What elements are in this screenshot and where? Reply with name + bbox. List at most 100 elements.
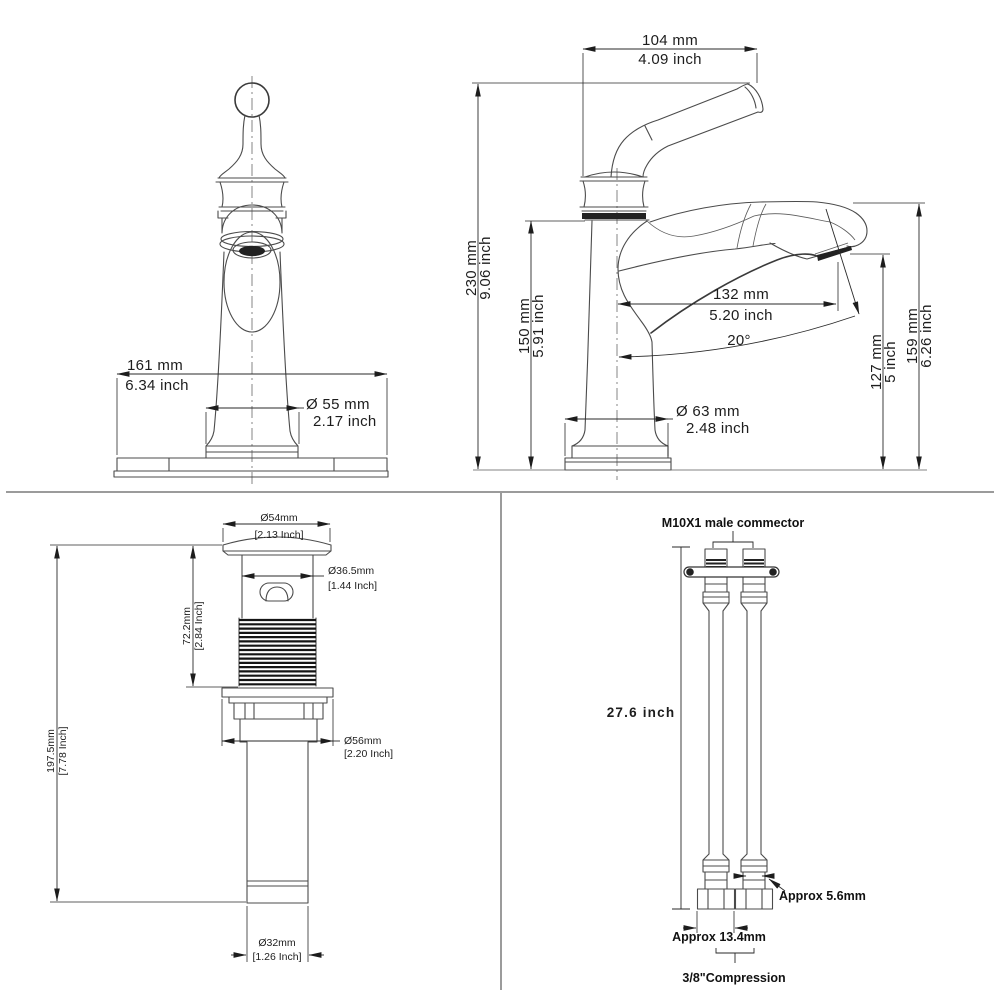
deck-height-in: 5.91 inch [530,294,547,358]
aerator-face-rim [232,241,272,259]
spout-top-outline [649,200,868,248]
nut-width-label: Approx 13.4mm [672,930,766,944]
connector-bracket [712,531,754,548]
drain-thread-in: [2.84 Inch] [193,601,205,650]
outlet-inner-line [814,242,849,255]
spout-height-mm: 159 mm [904,308,921,364]
aerator-screen [239,245,265,257]
hose-left-compression-nut [696,888,736,910]
deck-height-mm: 150 mm [516,298,533,354]
drain-flange-in: [2.13 Inch] [254,529,303,541]
column-side [571,220,593,447]
hose-right-connector [742,548,766,569]
faucet-side-view [473,83,927,480]
spout-height-in: 6.26 inch [918,304,935,368]
dim-drain-thread-length: 72.2mm [2.84 Inch] [50,544,238,688]
overall-height-mm: 230 mm [463,240,480,296]
outlet-height-mm: 127 mm [868,334,885,390]
hose-left-tube [708,610,724,855]
spout-crease-line [646,213,856,241]
handle-ball-front [234,82,270,118]
hose-right-tube [746,610,762,855]
handle-collar-front [215,177,289,234]
dim-nut-width: Approx 13.4mm [672,911,766,944]
overall-height-in: 9.06 inch [477,236,494,300]
hose-length-label: 27.6 inch [607,705,676,720]
dim-overall-height: 230 mm 9.06 inch [463,82,750,470]
spout-shadow-sweep [650,253,822,334]
side-base-dia-mm: Ø 63 mm [676,403,740,420]
dim-front-base-dia: Ø 55 mm 2.17 inch [205,396,377,444]
hose-deck-plate-end-left [686,568,694,576]
drain-neck-in: [1.44 Inch] [328,580,377,592]
front-base-dia-mm: Ø 55 mm [306,396,370,413]
dim-drain-pipe-dia: Ø32mm [1.26 Inch] [231,906,324,963]
drain-thread-mm: 72.2mm [181,607,193,645]
dim-drain-washer-dia: Ø56mm [2.20 Inch] [221,699,393,760]
compression-label: 3/8"Compression [682,971,785,985]
front-base-dia-in: 2.17 inch [313,413,377,430]
drain-flange-mm: Ø54mm [260,512,298,524]
hose-deck-plate-end-right [769,568,777,576]
hose-left-fitting-bottom [702,853,730,890]
dim-front-width: 161 mm 6.34 inch [116,357,388,455]
dim-deck-height: 150 mm 5.91 inch [516,220,585,470]
handle-collar-side [579,171,649,212]
label-hose-connector: M10X1 male commector [662,516,805,548]
drain-neck [241,554,314,619]
dim-outlet-height: 127 mm 5 inch [850,253,899,470]
hose-left-fitting-top [702,576,730,612]
compression-bracket [715,948,755,963]
spout-section-lines [736,203,767,249]
handle-lever-side [610,83,764,178]
drain-assembly-view [221,536,334,904]
drain-washer [221,687,334,698]
dim-drain-neck-dia: Ø36.5mm [1.44 Inch] [241,565,377,592]
outlet-aerator [817,246,852,261]
dim-drain-total-length: 197.5mm [7.78 Inch] [45,545,246,903]
dim-drain-flange-dia: Ø54mm [2.13 Inch] [222,512,331,542]
front-width-mm: 161 mm [127,357,183,374]
front-width-in: 6.34 inch [125,377,189,394]
supply-hose-view [683,548,780,910]
drain-washer-step [228,696,328,704]
spout-bottom-edge [618,242,850,272]
drain-pipe-in: [1.26 Inch] [252,951,301,963]
dim-spout-height: 159 mm 6.26 inch [853,202,935,470]
spout-dome-front [221,204,283,233]
hose-left [696,548,736,910]
dim-hose-dia: Approx 5.6mm [733,873,866,903]
dim-side-base-dia: Ø 63 mm 2.48 inch [564,403,749,456]
outlet-height-in: 5 inch [882,341,899,383]
spout-angle: 20° [727,332,751,349]
drain-washer-mm: Ø56mm [344,735,382,747]
handle-length-mm: 104 mm [642,32,698,49]
hose-right-compression-nut [734,888,774,910]
section-dividers [6,491,994,990]
drain-nut [233,702,324,720]
hose-right-fitting-bottom [740,853,768,890]
spout-reach-mm: 132 mm [713,286,769,303]
hose-right [734,548,774,910]
handle-length-in: 4.09 inch [638,51,702,68]
drain-pipe-mm: Ø32mm [258,937,296,949]
drain-neck-mm: Ø36.5mm [328,565,374,577]
drain-tailpiece [239,718,318,904]
hose-left-connector-threads [706,559,726,568]
overflow-arch [265,586,289,602]
drain-washer-in: [2.20 Inch] [344,748,393,760]
hose-right-fitting-top [740,576,768,612]
deck-plate-front [113,457,389,478]
spout-neck-curve [617,220,669,447]
label-compression: 3/8"Compression [682,948,786,985]
handle-neck-front [218,114,286,179]
drain-total-in: [7.78 Inch] [57,726,69,775]
hose-deck-plate [683,566,780,578]
dim-spout-angle: 20° [618,208,860,360]
hose-left-connector [704,548,728,569]
drain-threads [239,618,316,686]
overflow-hole [259,582,294,602]
connector-label: M10X1 male commector [662,516,805,530]
